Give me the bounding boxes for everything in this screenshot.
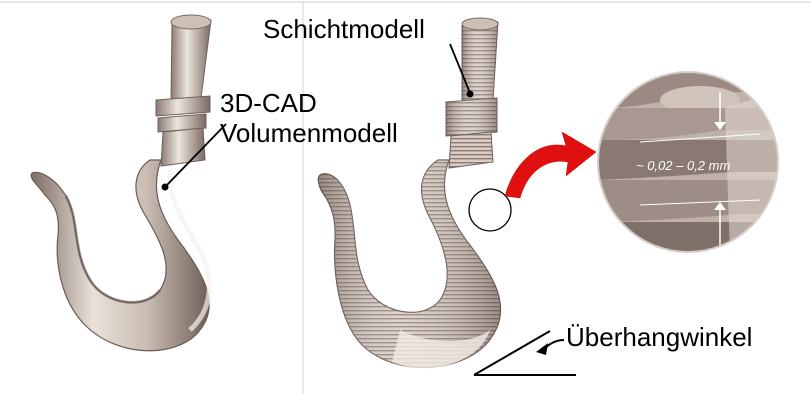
layer-hook-model: [318, 18, 500, 368]
layer-label-leader-dot: [467, 91, 474, 98]
detail-circle: [469, 189, 511, 231]
cad-label-line1: 3D-CAD: [220, 88, 317, 118]
layer-model-label: Schichtmodell: [263, 14, 425, 44]
zoom-arrow: [505, 132, 596, 198]
cad-hook-model: [31, 15, 211, 351]
cad-label-leader-dot: [162, 184, 169, 191]
layer-thickness-label: ~ 0,02 – 0,2 mm: [636, 158, 730, 173]
overhang-pointer-head: [536, 343, 548, 355]
overhang-label: Überhangwinkel: [566, 322, 752, 352]
cad-label-line2: Volumenmodell: [220, 118, 398, 148]
